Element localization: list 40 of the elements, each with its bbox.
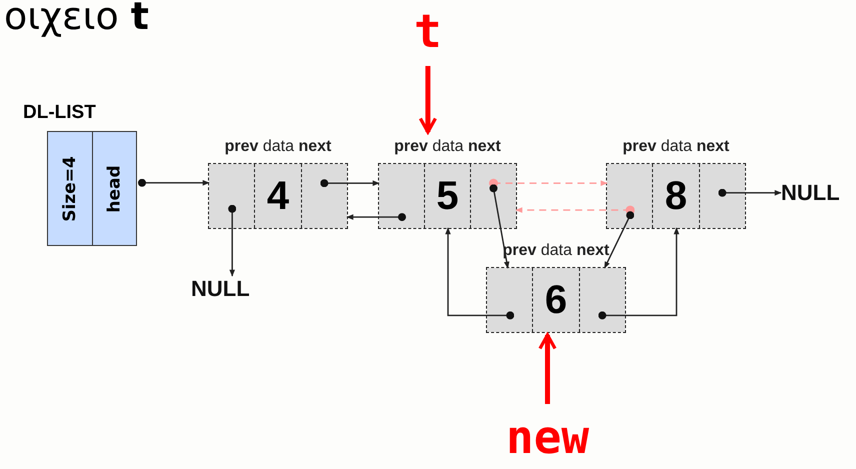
- arrow: [538, 333, 557, 404]
- pointer-cell: [379, 164, 425, 228]
- pointer-arrow: [346, 213, 406, 222]
- data-value: 6: [544, 280, 568, 320]
- field-names: prev data next: [393, 137, 502, 157]
- heading: οιχειο t: [4, 0, 149, 38]
- pointer-cell: [580, 268, 625, 332]
- field-label: Size=4: [60, 156, 80, 222]
- data-cell: [255, 164, 302, 228]
- data-value: 5: [436, 176, 459, 216]
- null-label: NULL: [781, 180, 840, 206]
- pointer-arrow: [718, 188, 782, 197]
- pointer-arrow: [445, 227, 514, 320]
- pointer-arrow: [489, 178, 608, 188]
- struct-label: DL-LIST: [23, 102, 96, 124]
- pointer-cell: [209, 164, 256, 228]
- pointer-arrow: [228, 204, 236, 277]
- pointer-arrow: [138, 178, 210, 187]
- data-cell: [425, 164, 471, 228]
- field-names: prev data next: [224, 137, 332, 157]
- data-value: 8: [664, 176, 688, 216]
- pointer-label: t: [414, 4, 442, 58]
- data-cell: [653, 164, 700, 228]
- field-label: head: [104, 164, 124, 212]
- data-cell: [533, 268, 580, 332]
- pointer-arrow: [320, 179, 380, 188]
- pointer-label: new: [506, 410, 590, 464]
- pointer-cell: [700, 164, 745, 228]
- pointer-arrow: [515, 206, 635, 215]
- arrow: [418, 66, 438, 134]
- pointer-cell: [471, 164, 516, 228]
- pointer-cell: [302, 164, 347, 228]
- data-value: 4: [266, 176, 290, 216]
- pointer-cell: [487, 268, 534, 332]
- null-label: NULL: [191, 276, 250, 302]
- pointer-cell: [607, 164, 654, 228]
- field-names: prev data next: [622, 137, 730, 157]
- pointer-arrow: [598, 227, 680, 320]
- pointer-arrow: [490, 184, 510, 269]
- pointer-arrow: [604, 211, 634, 269]
